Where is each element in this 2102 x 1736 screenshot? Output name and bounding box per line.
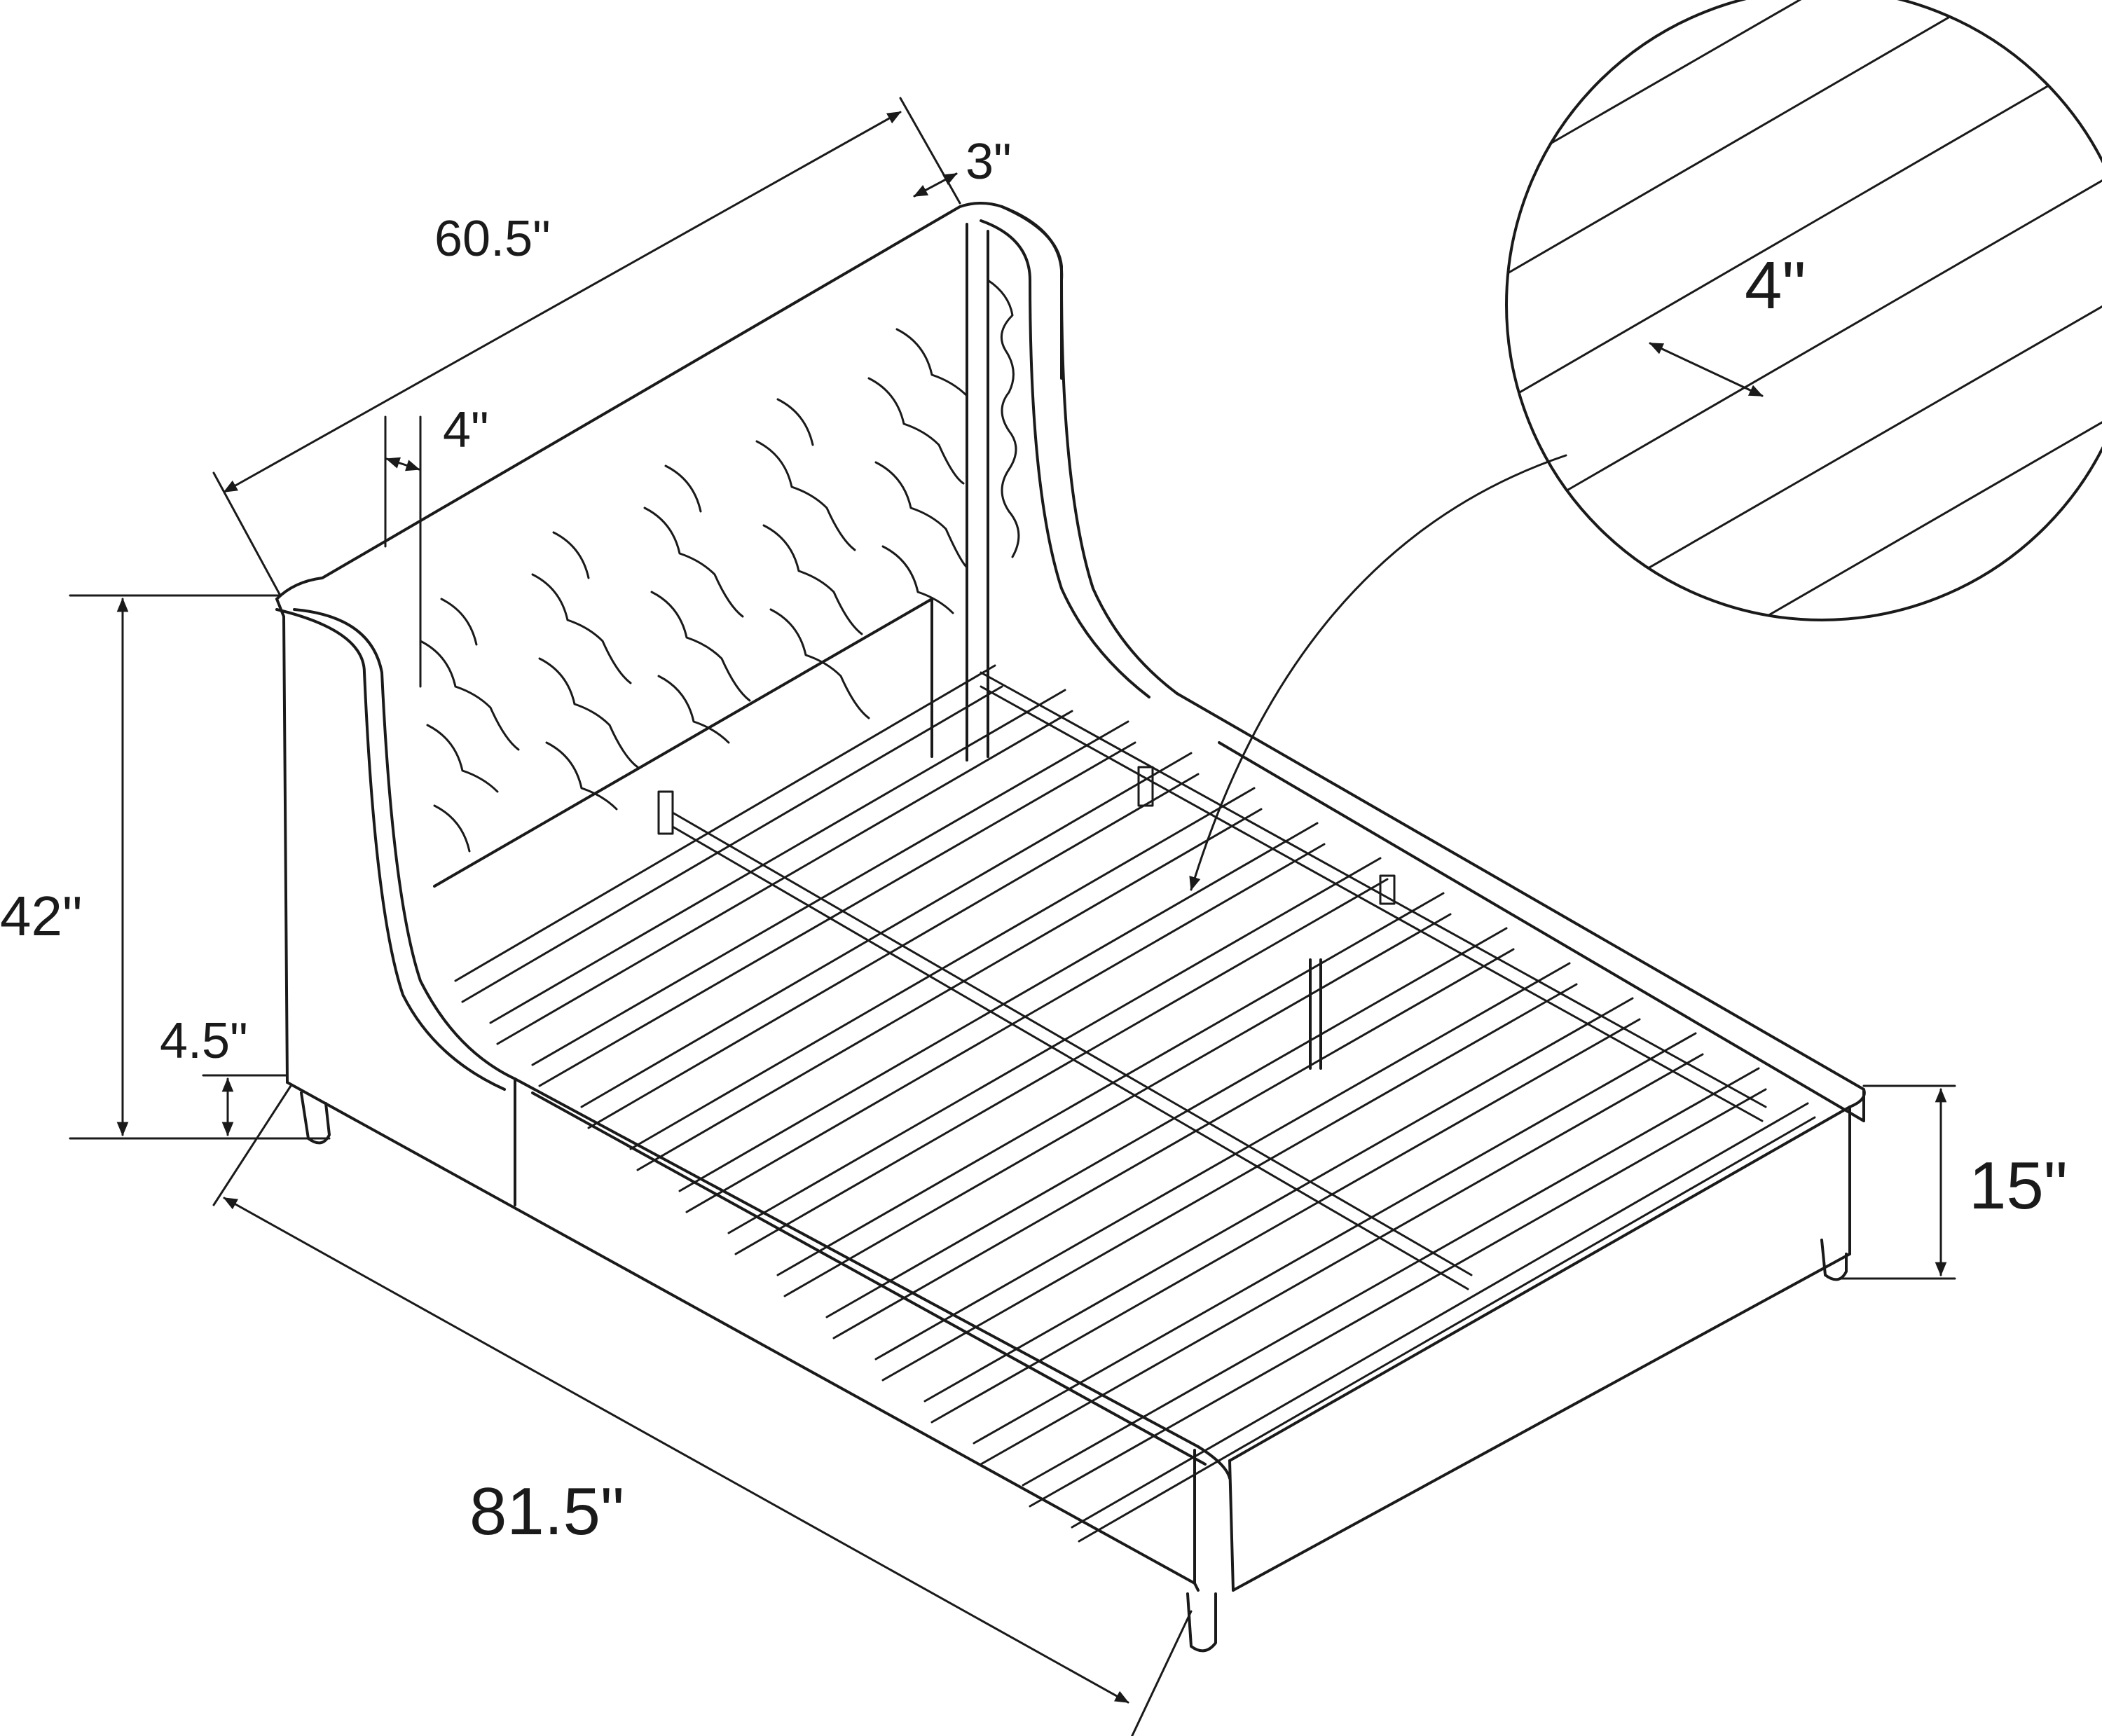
headboard-top-depth-label: 3" (966, 134, 1012, 190)
headboard-tufting (419, 279, 1020, 853)
total-length-label: 81.5" (469, 1474, 624, 1549)
dimension-lines (69, 97, 1956, 1736)
bed-frame (275, 202, 1866, 1653)
total-height-label: 42" (0, 885, 82, 947)
headboard-thickness-label: 4" (443, 402, 489, 458)
slat-width-label: 4" (1745, 248, 1806, 323)
frame-height-label: 15" (1969, 1148, 2068, 1223)
leg-height-label: 4.5" (160, 1013, 248, 1069)
bed-slats (454, 664, 1816, 1543)
headboard-width-label: 60.5" (434, 211, 551, 267)
magnified-slat-view (1505, 0, 2102, 621)
